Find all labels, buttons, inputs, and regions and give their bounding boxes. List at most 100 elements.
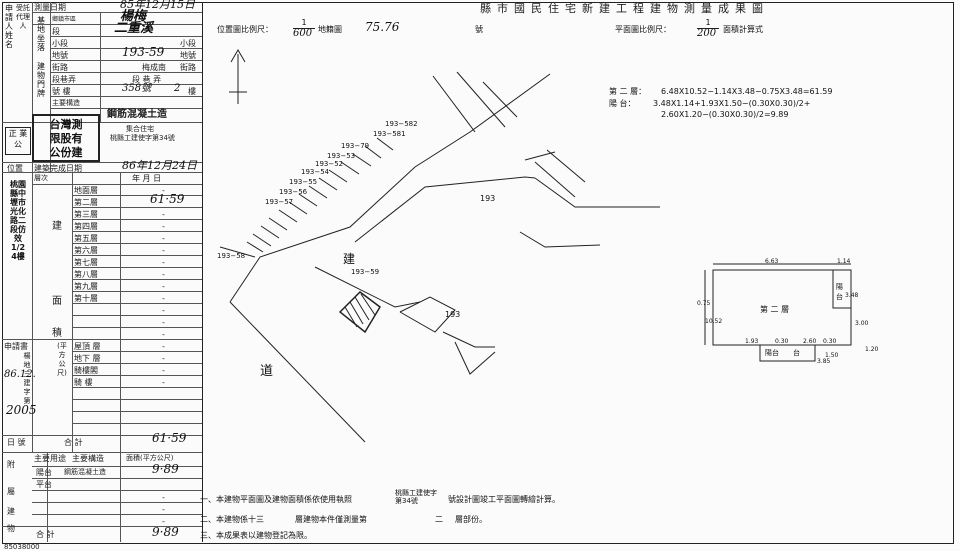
- complete-value: 86年12月24日: [122, 159, 197, 172]
- fp-dimension: 0.30: [823, 338, 837, 345]
- document-header: 縣市國民住宅新建工程建物測量成果圖: [480, 2, 769, 15]
- fp-dimension: 1.20: [865, 346, 879, 353]
- annex-struct: 鋼筋混凝土造: [64, 468, 106, 476]
- complete-label: 建築完成日期: [34, 164, 82, 173]
- building-hatch: [338, 291, 381, 334]
- sheet-label: 地籍圖: [318, 25, 342, 34]
- fp-dimension: 1.50: [825, 352, 839, 359]
- floor-name: 騎 樓: [74, 378, 93, 387]
- floor-name: 第七層: [74, 258, 98, 267]
- date-label: 日 號: [7, 438, 26, 447]
- seal-small: 正 業 公: [5, 127, 31, 155]
- sheet-suffix: 號: [475, 25, 483, 34]
- floor-area: -: [162, 246, 165, 255]
- floor-name: 屋頂 層: [74, 342, 101, 351]
- fp-dimension: 3.48: [845, 292, 859, 299]
- annex-row-4: -: [162, 505, 165, 514]
- section-value: 二重溪: [114, 21, 154, 36]
- floor-name: 騎樓閣: [74, 366, 98, 375]
- county-value: 楊梅: [120, 9, 147, 24]
- stamp-line-1: 台灣測: [49, 118, 83, 131]
- applicant-handwrite: 2005: [6, 403, 37, 417]
- group-build: 建: [52, 221, 62, 232]
- applicant-label: 申請人姓名: [5, 4, 13, 49]
- floor-scale-num: 1: [705, 18, 711, 27]
- fp-bal3: 台: [793, 349, 800, 357]
- floor-plan: [704, 263, 852, 362]
- note-3: 三、本成果表以建物登記為限。: [200, 531, 312, 540]
- annex-total-label: 合 計: [36, 530, 55, 539]
- lot-no-suffix: 地號: [180, 51, 196, 60]
- floor-name: 第六層: [74, 246, 98, 255]
- survey-date-label: 測量日期: [34, 3, 66, 12]
- floor-area: -: [162, 282, 165, 291]
- section-label: 段: [52, 27, 60, 36]
- location-map: [219, 49, 852, 443]
- lot-label: 193−58: [217, 252, 246, 260]
- street-suffix: 街路: [180, 63, 196, 72]
- floor-area: -: [162, 378, 165, 387]
- annex-side-1: 屬: [7, 487, 15, 496]
- calc-balcony-1: 3.48X1.14+1.93X1.50−(0.30X0.30)/2+: [653, 99, 811, 108]
- fp-dimension: 0.30: [775, 338, 789, 345]
- registration-form: 申請人姓名 受託代理人 測量日期 85年12月15日 基地坐落 鄉鎮市區 楊梅 …: [2, 0, 203, 542]
- applicant-stamp: 申請書: [4, 342, 28, 351]
- floor-name: 第四層: [74, 222, 98, 231]
- subsection-label: 小段: [52, 39, 68, 48]
- fp-bal2: 陽台: [765, 349, 779, 357]
- lane-label: 段巷弄: [52, 75, 76, 84]
- lot-label: 193−53: [327, 152, 356, 160]
- year-month-day: 年 月 日: [132, 174, 162, 183]
- fp-room: 第 二 層: [760, 305, 790, 314]
- calc-floor: 6.48X10.52−1.14X3.48−0.75X3.48=61.59: [661, 87, 833, 96]
- sheet-value: 75.76: [365, 20, 400, 34]
- lot-label: 193−59: [351, 268, 380, 276]
- floor-scale-suffix: 面積計算式: [723, 25, 763, 34]
- lane-value: 段 巷 弄: [132, 75, 162, 84]
- applicant-date: 86.12.: [4, 369, 36, 380]
- stamp-line-2: 限股有: [49, 132, 83, 145]
- lot-label: 193−56: [279, 188, 308, 196]
- annex-row-5: -: [162, 517, 165, 526]
- group-area: 面: [52, 296, 62, 307]
- street-value: 梅成南: [142, 63, 166, 72]
- county-label: 鄉鎮市區: [52, 16, 77, 23]
- road-label: 道: [260, 364, 274, 379]
- floor-area: -: [162, 366, 165, 375]
- floor-area: 61·59: [150, 192, 185, 206]
- note-1-end: 號設計圖竣工平面圖轉繪計算。: [448, 495, 560, 504]
- note-1: 一、本建物平面圖及建物面積係依使用執照: [200, 495, 352, 504]
- annex-total-value: 9·89: [152, 525, 179, 539]
- floor-name: 第八層: [74, 270, 98, 279]
- floor-name: 地面層: [74, 186, 98, 195]
- lot-label: 193−54: [301, 168, 330, 176]
- lot-no-value: 193-59: [122, 45, 165, 59]
- location-scale-num: 1: [301, 18, 307, 27]
- annex-use-2: 平台: [36, 480, 52, 489]
- lot-label: 193−79: [341, 142, 370, 150]
- no-label: 號 樓: [52, 87, 71, 96]
- calc-balcony-label: 陽 台：: [609, 99, 636, 108]
- lot-label: 193−581: [373, 130, 406, 138]
- note-1-permit: 桃縣工建使字第34號: [395, 489, 437, 505]
- fp-dimension: 0.75: [697, 300, 711, 307]
- floor-name: 第十層: [74, 294, 98, 303]
- floor-scale-den: 200: [697, 28, 717, 39]
- no-value: 358號: [122, 83, 152, 94]
- fp-bal1: 陽 台: [836, 283, 843, 301]
- floor-area: -: [162, 354, 165, 363]
- location-scale-label: 位置圖比例尺：: [217, 25, 273, 34]
- applicant-no: 楊地三建字第: [23, 352, 31, 405]
- street-label: 街路: [52, 63, 68, 72]
- location-scale-den: 600: [293, 28, 313, 39]
- floor-area: -: [162, 234, 165, 243]
- build-label: 建: [343, 252, 356, 266]
- annex-label: 附: [7, 460, 15, 469]
- floor-name: 第二層: [74, 198, 98, 207]
- lot-label: 193−55: [289, 178, 318, 186]
- annex-use: 陽台: [36, 468, 52, 477]
- note-2: 二、本建物係十三: [200, 515, 264, 524]
- road-lines: [219, 71, 660, 443]
- fp-dimension: 10.52: [705, 318, 723, 325]
- floor-area: -: [162, 258, 165, 267]
